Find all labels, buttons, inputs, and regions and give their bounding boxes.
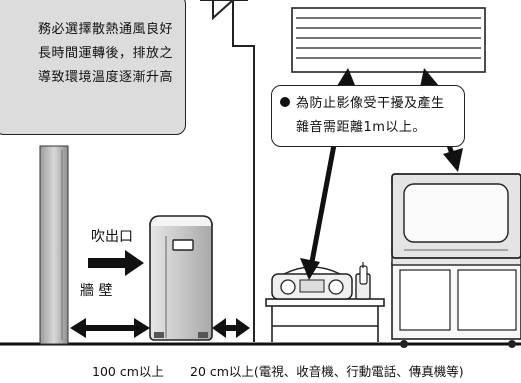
radio-cassette (271, 266, 353, 300)
cordless-phone (355, 262, 371, 300)
television (391, 173, 521, 259)
ventilation-note-box: 務必選擇散熱通風良好 長時間運轉後，排放之 導致環境溫度逐漸升高 (0, 0, 186, 135)
clearance-100cm-label: 100 cm以上 (92, 364, 164, 379)
side-table (265, 298, 385, 342)
outlet-label: 吹出口 (91, 229, 133, 245)
wall-panel (39, 145, 69, 345)
clearance-20cm-label: 20 cm以上(電視、收音機、行動電話、傳真機等) (190, 364, 464, 379)
wall-heater-panel (291, 7, 486, 73)
distance-callout: 為防止影像受干擾及產生 雜音需距離1m以上。 (271, 85, 465, 147)
callout-line-1: 為防止影像受干擾及產生 (280, 96, 445, 111)
clearance-arrow-side (212, 318, 250, 338)
house-outline (200, 0, 255, 342)
tv-cabinet (391, 256, 521, 348)
callout-line-2: 雜音需距離1m以上。 (296, 120, 426, 135)
outlet-grille (172, 239, 194, 251)
heater-unit (149, 215, 213, 341)
clearance-arrow-wall (70, 318, 150, 338)
wall-label: 牆 壁 (80, 283, 113, 299)
outlet-arrow (88, 250, 144, 276)
note-line-2: 長時間運轉後，排放之 (37, 46, 173, 61)
note-line-3: 導致環境溫度逐漸升高 (37, 70, 173, 85)
bullet-icon (280, 97, 290, 107)
note-line-1: 務必選擇散熱通風良好 (37, 22, 173, 37)
callout-text-1: 為防止影像受干擾及產生 (296, 96, 445, 111)
